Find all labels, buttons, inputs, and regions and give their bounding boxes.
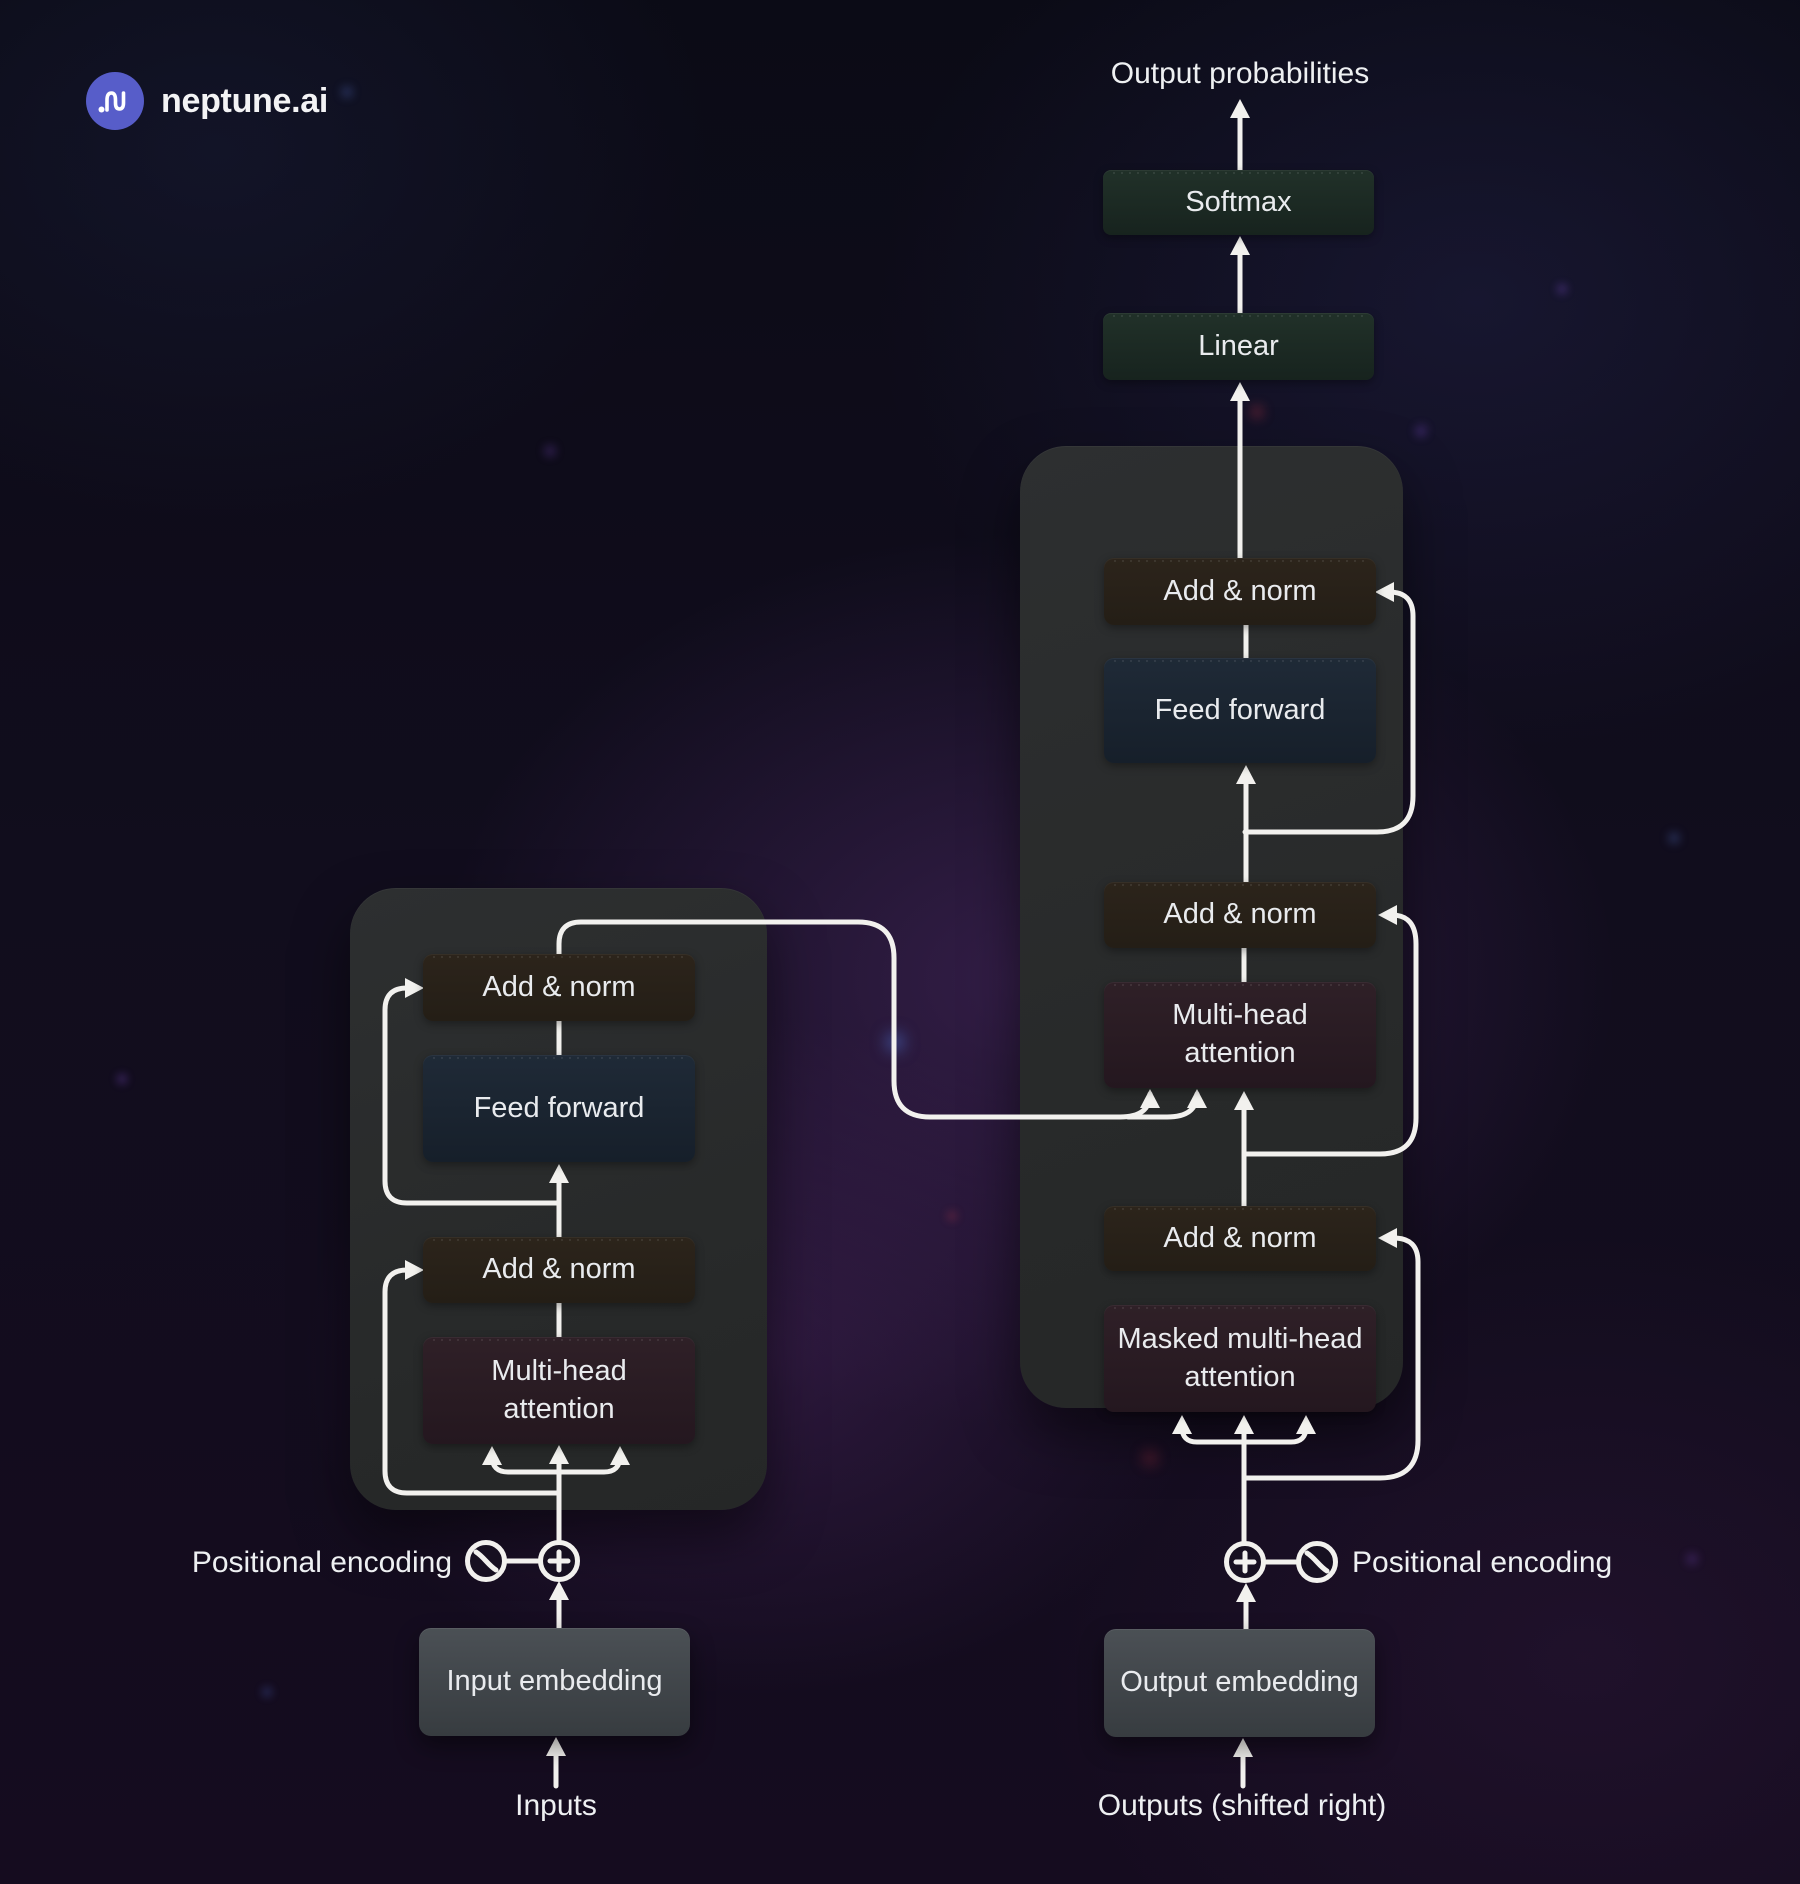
decoder-feed-forward-box: Feed forward: [1104, 658, 1376, 763]
softmax-box: Softmax: [1103, 170, 1374, 235]
encoder-add-norm-top-box: Add & norm: [423, 954, 695, 1021]
positional-encoding-left-label: Positional encoding: [191, 1546, 452, 1579]
positional-encoding-right-label: Positional encoding: [1352, 1546, 1613, 1579]
decoder-masked-residual: [1241, 1235, 1421, 1481]
decoder-ff-residual: [1242, 589, 1416, 835]
decoder-add-norm-top-box: Add & norm: [1104, 558, 1376, 625]
outputs-shifted-label: Outputs (shifted right): [1097, 1789, 1387, 1822]
decoder-masked-multi-head-attention-box: Masked multi-head attention: [1104, 1305, 1376, 1412]
encoder-multi-head-attention-box: Multi-head attention: [423, 1337, 695, 1444]
wave-icon: [98, 91, 126, 113]
encoder-feed-forward-box: Feed forward: [423, 1055, 695, 1162]
neptune-logo-circle: [86, 72, 144, 130]
output-embedding-box: Output embedding: [1104, 1629, 1375, 1737]
decoder-add-norm-bottom-box: Add & norm: [1104, 1206, 1376, 1271]
output-probabilities-label: Output probabilities: [1110, 57, 1370, 90]
encoder-add-norm-bottom-box: Add & norm: [423, 1237, 695, 1303]
brand-logo: neptune.ai: [86, 72, 328, 130]
encoder-mha-residual: [382, 1267, 562, 1496]
encoder-ff-residual: [382, 985, 562, 1206]
decoder-add-norm-middle-box: Add & norm: [1104, 882, 1376, 948]
decoder-multi-head-attention-box: Multi-head attention: [1104, 982, 1376, 1088]
brand-name: neptune.ai: [161, 81, 329, 120]
linear-box: Linear: [1103, 313, 1374, 380]
input-embedding-box: Input embedding: [419, 1628, 690, 1736]
decoder-mha-residual: [1241, 912, 1419, 1157]
inputs-label: Inputs: [515, 1789, 597, 1822]
